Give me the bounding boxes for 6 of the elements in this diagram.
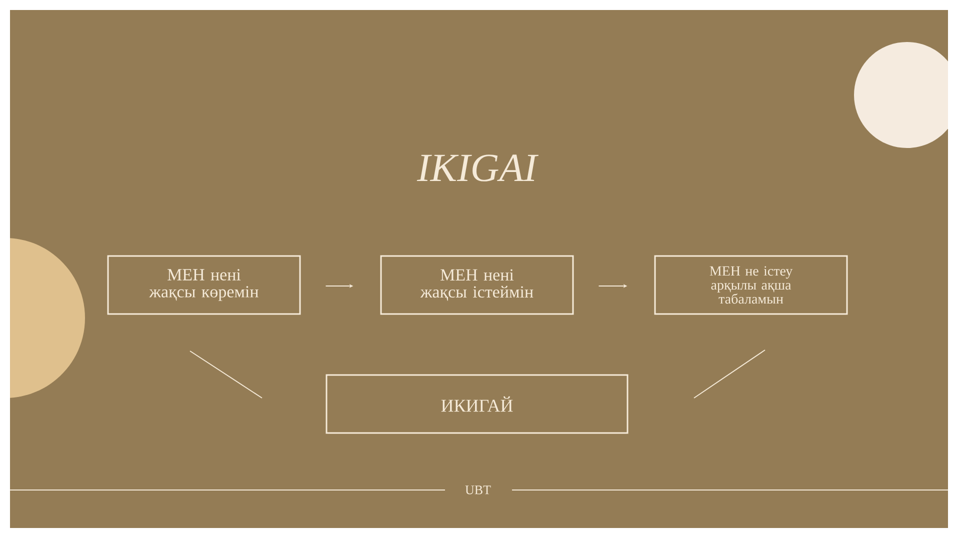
text-box: МЕН нені жақсы көремін bbox=[107, 255, 301, 315]
text-box: МЕН нені жақсы істеймін bbox=[380, 255, 574, 315]
title: IKIGAI bbox=[416, 154, 539, 182]
text-box: ИКИГАЙ bbox=[326, 374, 628, 434]
text-box: МЕН не істеу арқылы ақша табаламын bbox=[654, 255, 848, 315]
footer-label: UBT bbox=[461, 486, 495, 494]
